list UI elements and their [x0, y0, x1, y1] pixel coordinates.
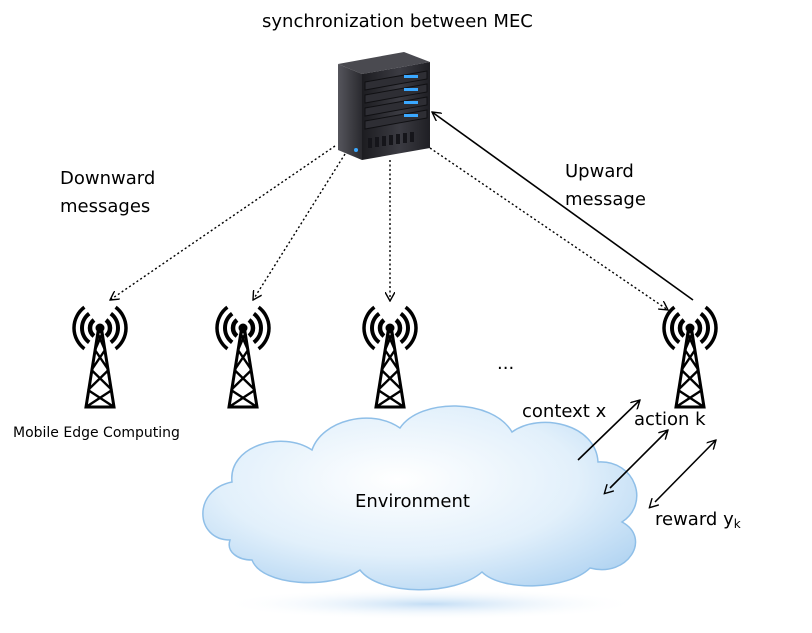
reward-label-subscript: k [733, 517, 741, 531]
antenna-tower-icon [215, 305, 271, 409]
environment-label: Environment [355, 491, 470, 512]
downward-label-line2: messages [60, 196, 151, 217]
cloud-shadow [220, 588, 640, 620]
server-icon [338, 52, 430, 160]
upward-label-line1: Upward [565, 161, 634, 182]
context-label: context x [522, 401, 607, 422]
antenna-tower-icon [72, 305, 128, 409]
reward-arrow [655, 440, 716, 502]
interaction-arrows [577, 400, 716, 502]
ellipsis: ... [497, 353, 515, 374]
downward-arrow-1 [110, 145, 336, 300]
action-label: action k [634, 409, 706, 430]
reward-label: reward yk [655, 508, 741, 532]
upward-arrow [432, 112, 694, 301]
antenna-tower-icon [662, 305, 718, 409]
diagram-title: synchronization between MEC [262, 11, 533, 32]
downward-arrow-2 [253, 153, 346, 300]
antenna-tower-icon [362, 305, 418, 409]
downward-arrows [110, 145, 668, 310]
downward-arrow-4 [429, 147, 668, 310]
reward-label-text: reward y [655, 509, 734, 530]
towers [72, 305, 718, 409]
upward-label-line2: message [565, 189, 646, 210]
mec-label: Mobile Edge Computing [13, 425, 180, 441]
action-arrow [610, 430, 668, 488]
downward-label-line1: Downward [60, 168, 156, 189]
